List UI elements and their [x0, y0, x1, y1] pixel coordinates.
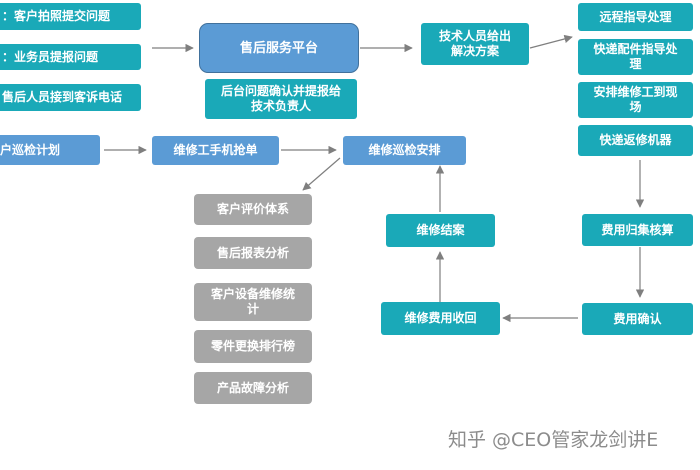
action-ship-parts[interactable]: 快递配件指导处 理: [578, 39, 693, 75]
action-return-machine[interactable]: 快递返修机器: [578, 125, 693, 156]
report-customer-rating[interactable]: 客户评价体系: [194, 194, 312, 225]
action-send-technician[interactable]: 安排维修工到现 场: [578, 82, 693, 118]
source-complaint-call[interactable]: 售后人员接到客诉电话: [0, 84, 141, 111]
confirm-and-report[interactable]: 后台问题确认并提报给 技术负责人: [205, 79, 357, 119]
report-after-sales[interactable]: 售后报表分析: [194, 237, 312, 269]
tech-solution[interactable]: 技术人员给出 解决方案: [421, 23, 529, 65]
action-remote-guidance[interactable]: 远程指导处理: [578, 3, 693, 31]
grab-order[interactable]: 维修工手机抢单: [152, 136, 279, 165]
arrow-tech-to-actions: [529, 34, 573, 49]
report-parts-ranking[interactable]: 零件更换排行榜: [194, 330, 312, 363]
source-customer-photo[interactable]: ：客户拍照提交问题: [0, 3, 141, 30]
report-device-repair-stats[interactable]: 客户设备维修统 计: [194, 283, 312, 321]
repair-settle[interactable]: 维修结案: [386, 214, 495, 247]
patrol-arrange[interactable]: 维修巡检安排: [343, 136, 466, 165]
watermark: 知乎 @CEO管家龙剑讲E: [448, 429, 659, 451]
patrol-plan[interactable]: 户巡检计划: [0, 135, 100, 165]
fee-confirm[interactable]: 费用确认: [582, 303, 693, 335]
after-sales-platform[interactable]: 售后服务平台: [199, 23, 359, 73]
source-salesperson[interactable]: ：业务员提报问题: [0, 44, 141, 70]
fee-account[interactable]: 费用归集核算: [582, 214, 693, 246]
fee-collect[interactable]: 维修费用收回: [381, 302, 500, 335]
report-fault-analysis[interactable]: 产品故障分析: [194, 372, 312, 404]
arrow-arrange-to-reports: [302, 157, 341, 191]
